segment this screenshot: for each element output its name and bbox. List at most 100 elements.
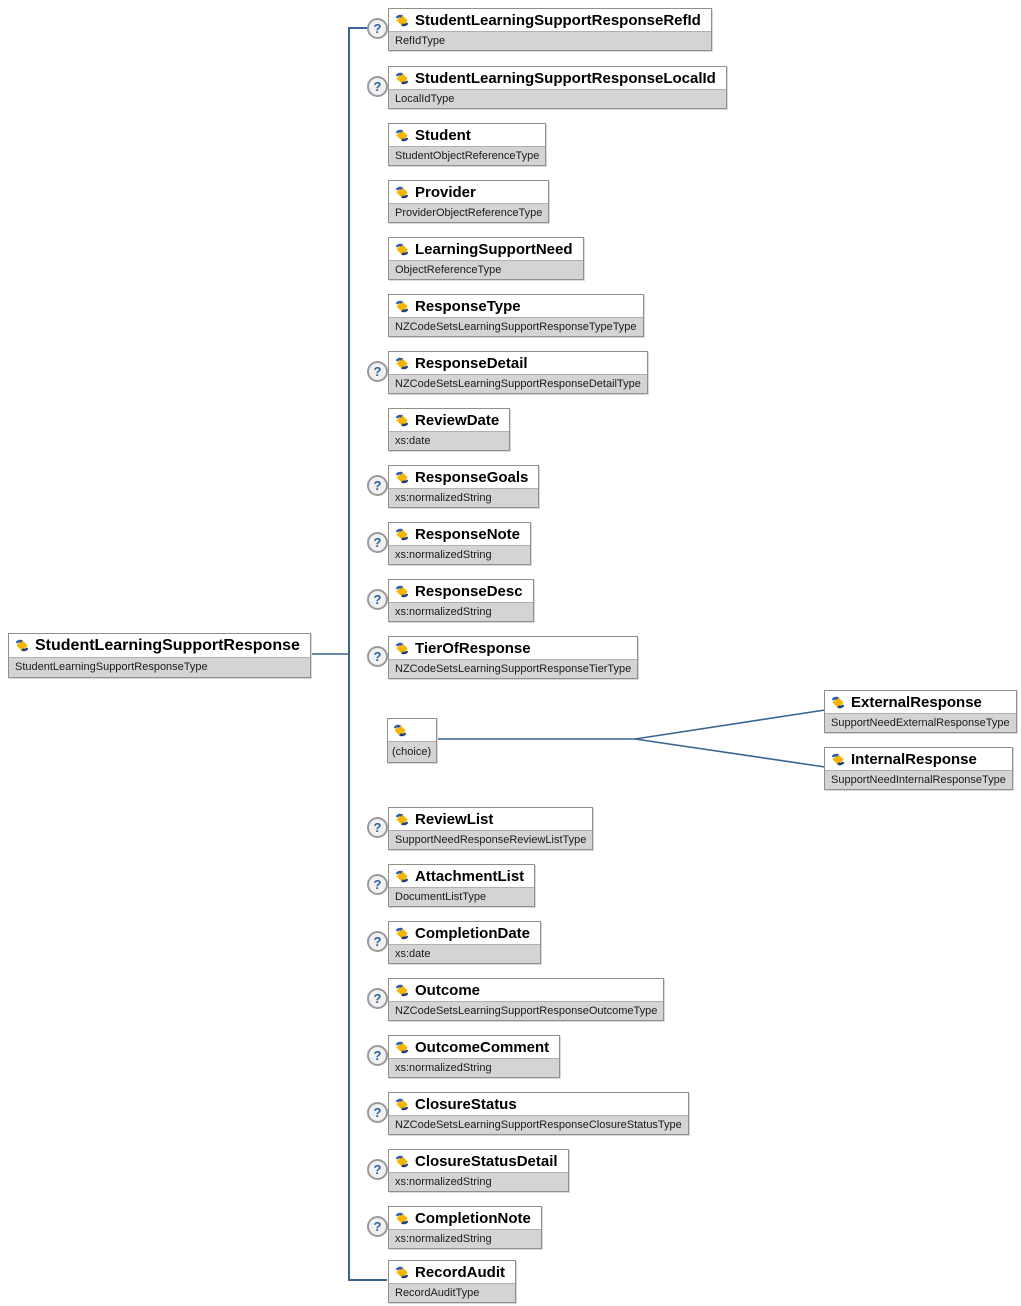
- element-name: StudentLearningSupportResponseLocalId: [415, 69, 716, 87]
- element-name: InternalResponse: [851, 750, 977, 768]
- element-type: NZCodeSetsLearningSupportResponseOutcome…: [389, 1001, 664, 1020]
- element-name-row: TierOfResponse: [389, 637, 638, 659]
- element-name-row: ExternalResponse: [825, 691, 1016, 713]
- element-type: SupportNeedInternalResponseType: [825, 770, 1012, 789]
- element-name: CompletionNote: [415, 1209, 531, 1227]
- optional-indicator: ?: [367, 532, 388, 553]
- element-name-row: Outcome: [389, 979, 664, 1001]
- choice-compositor-box[interactable]: (choice): [387, 718, 437, 763]
- element-box-completionnote[interactable]: CompletionNote xs:normalizedString: [388, 1206, 542, 1249]
- optional-indicator: ?: [367, 1216, 388, 1237]
- element-icon: [395, 1266, 409, 1278]
- element-icon: [395, 414, 409, 426]
- element-icon: [395, 186, 409, 198]
- element-name-row: RecordAudit: [389, 1261, 515, 1283]
- optional-indicator: ?: [367, 988, 388, 1009]
- element-name-row: InternalResponse: [825, 748, 1012, 770]
- element-type: NZCodeSetsLearningSupportResponseTypeTyp…: [389, 317, 643, 336]
- element-name: Outcome: [415, 981, 481, 999]
- element-name-row: Student: [389, 124, 546, 146]
- element-name-row: LearningSupportNeed: [389, 238, 583, 260]
- element-icon: [395, 300, 409, 312]
- element-name-row: StudentLearningSupportResponse: [9, 634, 310, 657]
- optional-indicator: ?: [367, 361, 388, 382]
- element-icon: [395, 813, 409, 825]
- element-name-row: ResponseGoals: [389, 466, 539, 488]
- element-type: xs:date: [389, 944, 541, 963]
- element-name: AttachmentList: [415, 867, 525, 885]
- element-type: SupportNeedExternalResponseType: [825, 713, 1016, 732]
- element-icon: [395, 927, 409, 939]
- element-type: NZCodeSetsLearningSupportResponseTierTyp…: [389, 659, 638, 678]
- element-name: Student: [415, 126, 471, 144]
- element-box-completiondate[interactable]: CompletionDate xs:date: [388, 921, 542, 964]
- element-name-row: [388, 719, 436, 741]
- element-name-row: ReviewDate: [389, 409, 510, 431]
- element-name: ResponseDetail: [415, 354, 528, 372]
- element-name-row: StudentLearningSupportResponseRefId: [389, 9, 711, 31]
- element-name-row: ReviewList: [389, 808, 593, 830]
- element-type: xs:normalizedString: [389, 1229, 541, 1248]
- element-icon: [395, 1041, 409, 1053]
- element-name: ClosureStatus: [415, 1095, 517, 1113]
- element-name: ResponseGoals: [415, 468, 529, 486]
- choice-branch-line-internal: [634, 738, 826, 768]
- element-name-row: ResponseType: [389, 295, 643, 317]
- optional-indicator: ?: [367, 1159, 388, 1180]
- choice-branch-line-external: [634, 709, 826, 740]
- element-icon: [395, 471, 409, 483]
- element-icon: [395, 1212, 409, 1224]
- element-name: OutcomeComment: [415, 1038, 550, 1056]
- element-name: ResponseType: [415, 297, 521, 315]
- element-name-row: ResponseDesc: [389, 580, 533, 602]
- element-icon: [395, 243, 409, 255]
- element-name: Provider: [415, 183, 476, 201]
- optional-indicator: ?: [367, 76, 388, 97]
- element-type: LocalIdType: [389, 89, 726, 108]
- element-name-row: ClosureStatusDetail: [389, 1150, 568, 1172]
- element-icon: [395, 72, 409, 84]
- element-name: ClosureStatusDetail: [415, 1152, 558, 1170]
- element-name-row: OutcomeComment: [389, 1036, 560, 1058]
- element-icon: [395, 585, 409, 597]
- element-name: ReviewList: [415, 810, 494, 828]
- element-icon: [395, 357, 409, 369]
- element-name: TierOfResponse: [415, 639, 531, 657]
- element-type: ObjectReferenceType: [389, 260, 583, 279]
- element-name: CompletionDate: [415, 924, 531, 942]
- element-icon: [395, 1155, 409, 1167]
- element-name: ExternalResponse: [851, 693, 982, 711]
- element-name: ResponseDesc: [415, 582, 523, 600]
- optional-indicator: ?: [367, 1045, 388, 1066]
- element-type: xs:normalizedString: [389, 602, 533, 621]
- optional-indicator: ?: [367, 475, 388, 496]
- optional-indicator: ?: [367, 18, 388, 39]
- element-box-responsedesc[interactable]: ResponseDesc xs:normalizedString: [388, 579, 534, 622]
- element-type: StudentObjectReferenceType: [389, 146, 546, 165]
- element-box-root[interactable]: StudentLearningSupportResponse StudentLe…: [8, 633, 311, 678]
- optional-indicator: ?: [367, 1102, 388, 1123]
- element-icon: [15, 639, 29, 652]
- element-name-row: StudentLearningSupportResponseLocalId: [389, 67, 726, 89]
